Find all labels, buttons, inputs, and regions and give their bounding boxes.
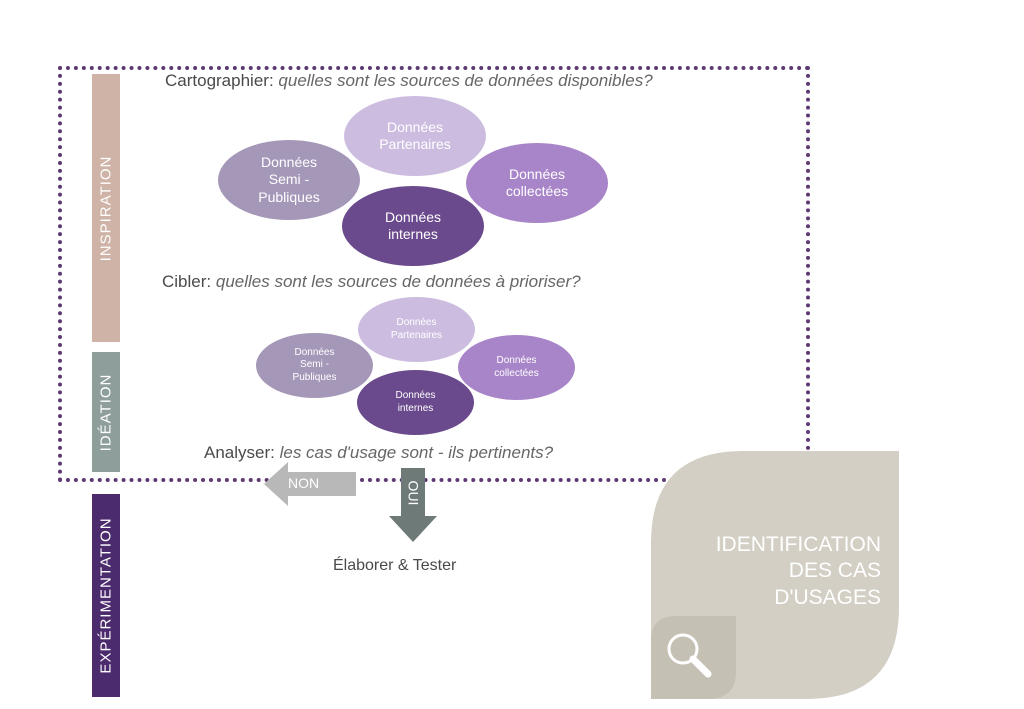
heading-cibler: Cibler: quelles sont les sources de donn… <box>162 272 581 291</box>
oui-arrow-icon <box>389 468 437 542</box>
phase-label-inspiration: INSPIRATION <box>97 155 115 261</box>
magnifier-icon <box>667 633 712 678</box>
phase-bar-ideation: IDÉATION <box>92 352 120 472</box>
heading-analyser-label: Analyser <box>204 443 271 462</box>
heading-cartographier-question: quelles sont les sources de données disp… <box>278 71 653 90</box>
ellipse-partenaires-small: Données Partenaires <box>358 297 475 362</box>
phase-label-experimentation: EXPÉRIMENTATION <box>97 517 115 674</box>
badge-text-wrap: IDENTIFICATION DES CAS D'USAGES <box>651 532 881 622</box>
heading-cartographier-label: Cartographier <box>165 71 269 90</box>
heading-analyser-question: les cas d'usage sont - ils pertinents? <box>279 443 554 462</box>
result-label: Élaborer & Tester <box>333 557 457 574</box>
ellipse-collectees-large: Données collectées <box>466 143 608 223</box>
non-label: NON <box>288 475 320 491</box>
ellipse-internes-small: Données internes <box>357 370 474 435</box>
oui-label: OUI <box>404 480 421 506</box>
heading-analyser: Analyser: les cas d'usage sont - ils per… <box>204 443 554 462</box>
oui-label-wrap: OUI <box>389 468 437 518</box>
non-arrow-icon <box>264 462 356 506</box>
ellipse-semi-publiques-small: Données Semi - Publiques <box>256 333 373 398</box>
heading-cartographier: Cartographier: quelles sont les sources … <box>165 71 653 90</box>
phase-bar-experimentation: EXPÉRIMENTATION <box>92 494 120 697</box>
phase-label-ideation: IDÉATION <box>97 373 115 451</box>
dotted-frame <box>58 66 810 482</box>
phase-bar-inspiration: INSPIRATION <box>92 74 120 342</box>
ellipse-partenaires-large: Données Partenaires <box>344 96 486 176</box>
badge-title: IDENTIFICATION DES CAS D'USAGES <box>715 533 881 609</box>
ellipse-internes-large: Données internes <box>342 186 484 266</box>
ellipse-semi-publiques-large: Données Semi - Publiques <box>218 140 360 220</box>
ellipse-collectees-small: Données collectées <box>458 335 575 400</box>
heading-cibler-question: quelles sont les sources de données à pr… <box>215 272 581 291</box>
heading-cibler-label: Cibler <box>162 272 207 291</box>
